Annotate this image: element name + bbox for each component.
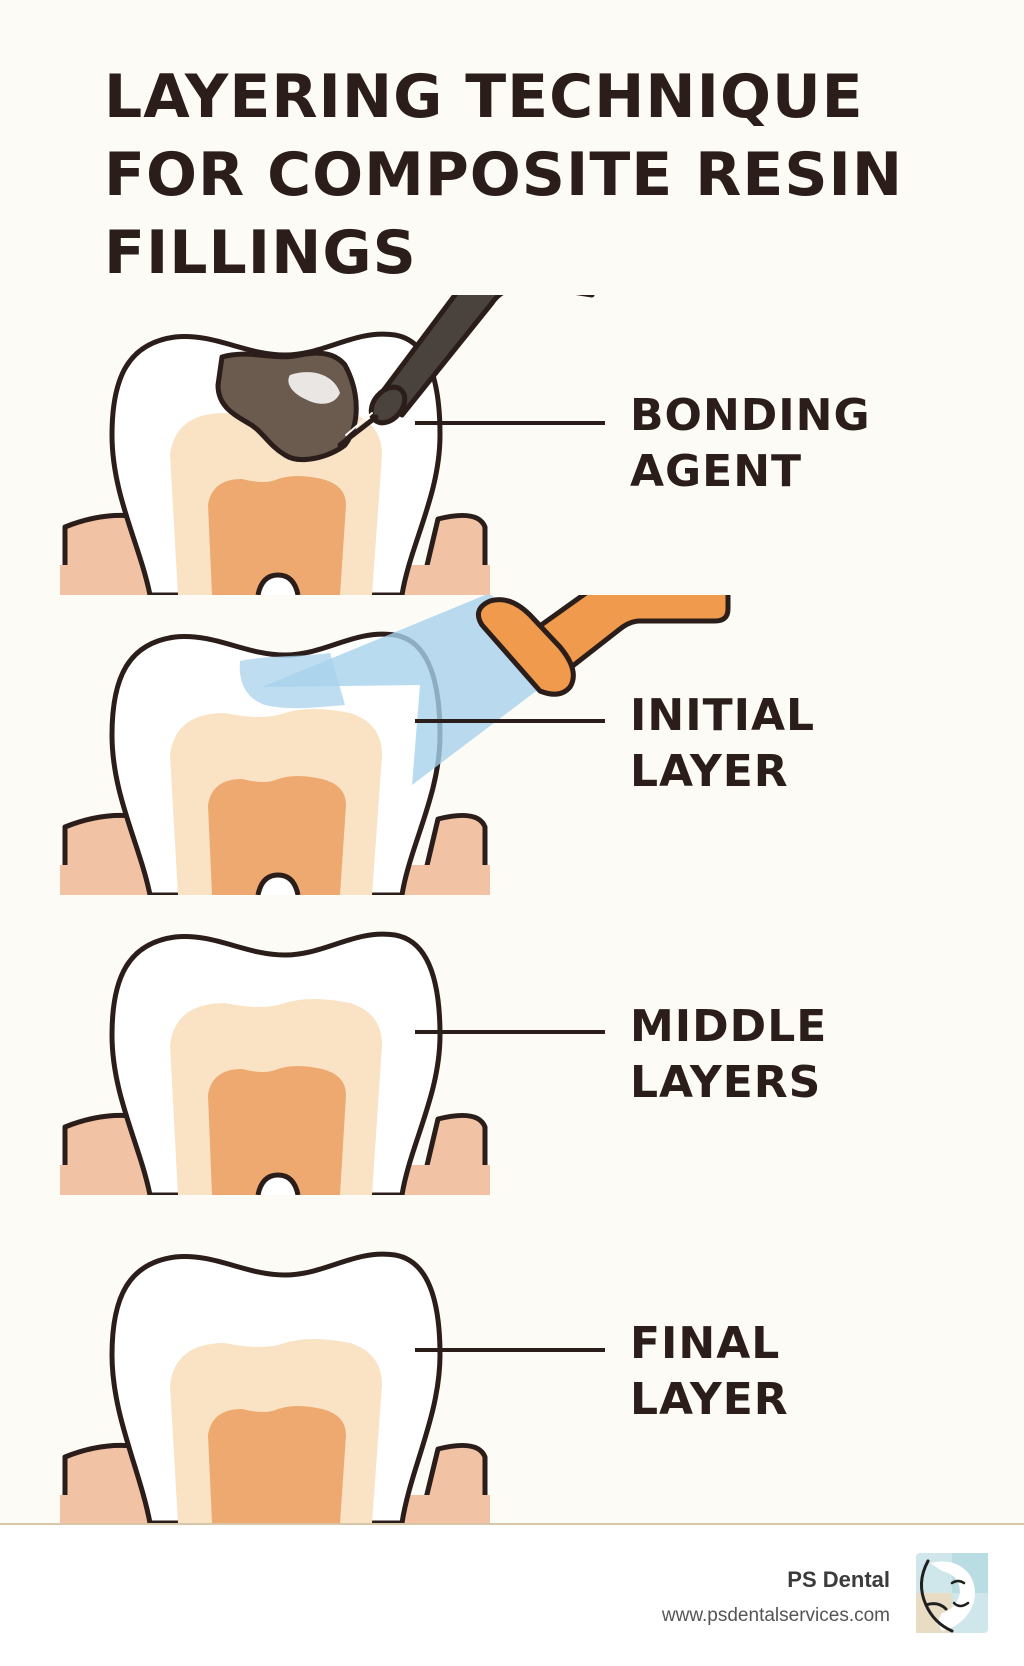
tooth-pulp [208, 476, 346, 595]
step-label-initial-layer: INITIAL LAYER [630, 688, 815, 800]
bonding-agent-coating [288, 372, 340, 404]
footer: PS Dental www.psdentalservices.com [0, 1525, 1024, 1666]
step-label-line-1: MIDDLE [630, 1001, 828, 1052]
step-initial-layer: INITIAL LAYER [0, 595, 1024, 895]
tooth-illustration-4 [60, 1251, 605, 1525]
title-line-2: FOR COMPOSITE RESIN [104, 140, 904, 210]
tooth-pulp [208, 1406, 346, 1523]
curing-light-icon [475, 595, 731, 697]
step-final-layer: FINAL LAYER [0, 1195, 1024, 1525]
step-label-line-1: FINAL [630, 1318, 781, 1369]
step-bonding-agent: BONDING AGENT [0, 295, 1024, 595]
tooth-illustration-2 [60, 595, 731, 895]
root-canal-opening [255, 572, 301, 595]
tooth-illustration-3 [60, 931, 605, 1195]
step-label-line-1: INITIAL [630, 690, 816, 741]
brand-url: www.psdentalservices.com [661, 1605, 890, 1626]
step-label-line-2: AGENT [630, 446, 803, 497]
step-label-line-2: LAYER [630, 1374, 789, 1425]
title-line-3: FILLINGS [104, 218, 417, 288]
tooth-pulp [208, 1066, 346, 1195]
root-canal-opening [255, 872, 301, 895]
brand-name: PS Dental [787, 1567, 890, 1592]
tooth-illustration-1 [60, 295, 605, 595]
light-beam [262, 595, 560, 785]
step-label-middle-layers: MIDDLE LAYERS [630, 999, 827, 1111]
step-label-final-layer: FINAL LAYER [630, 1316, 789, 1428]
baseline-divider [0, 1523, 1024, 1525]
step-middle-layers: MIDDLE LAYERS [0, 895, 1024, 1195]
step-label-line-2: LAYER [630, 746, 789, 797]
step-label-line-1: BONDING [630, 390, 871, 441]
step-label-bonding-agent: BONDING AGENT [630, 388, 871, 500]
title-line-1: LAYERING TECHNIQUE [104, 62, 864, 132]
brand-logo-icon [916, 1553, 988, 1633]
applicator-icon [337, 295, 595, 448]
page-title: LAYERING TECHNIQUE FOR COMPOSITE RESIN F… [104, 58, 964, 292]
tooth-pulp [208, 776, 346, 895]
root-canal-opening [255, 1172, 301, 1195]
step-label-line-2: LAYERS [630, 1057, 822, 1108]
